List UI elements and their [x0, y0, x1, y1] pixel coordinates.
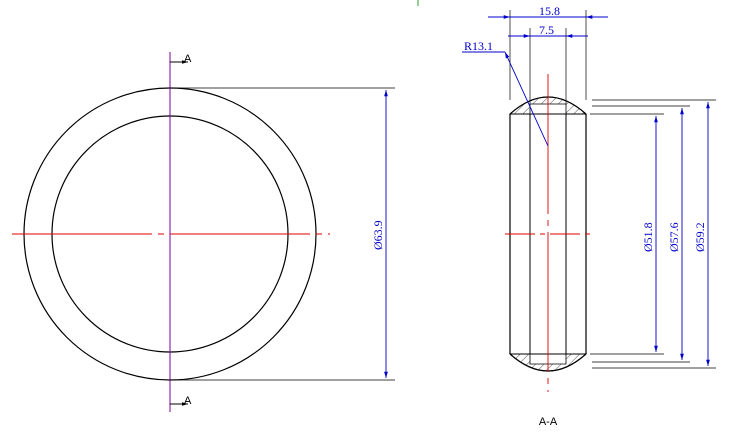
section-view: 15.8 7.5 R13.1 Ø51.8 Ø57.6 Ø59.2 A-A: [462, 4, 716, 428]
mid-diameter-label: Ø57.6: [667, 222, 681, 252]
top-hatched-section: [508, 96, 588, 115]
slot-width-label: 7.5: [539, 23, 554, 37]
section-title: A-A: [539, 416, 558, 428]
section-marker-top: A: [184, 53, 192, 65]
outer-diameter-section-label: Ø59.2: [693, 222, 707, 252]
front-view: A A Ø63.9: [12, 52, 395, 412]
inner-diameter-label: Ø51.8: [641, 222, 655, 252]
bottom-hatched-section: [508, 353, 588, 372]
section-marker-bottom: A: [184, 395, 192, 407]
radius-leader-diagonal: [504, 51, 549, 147]
radius-label: R13.1: [464, 39, 493, 53]
width-label: 15.8: [539, 4, 560, 18]
outer-diameter-label: Ø63.9: [371, 220, 385, 250]
